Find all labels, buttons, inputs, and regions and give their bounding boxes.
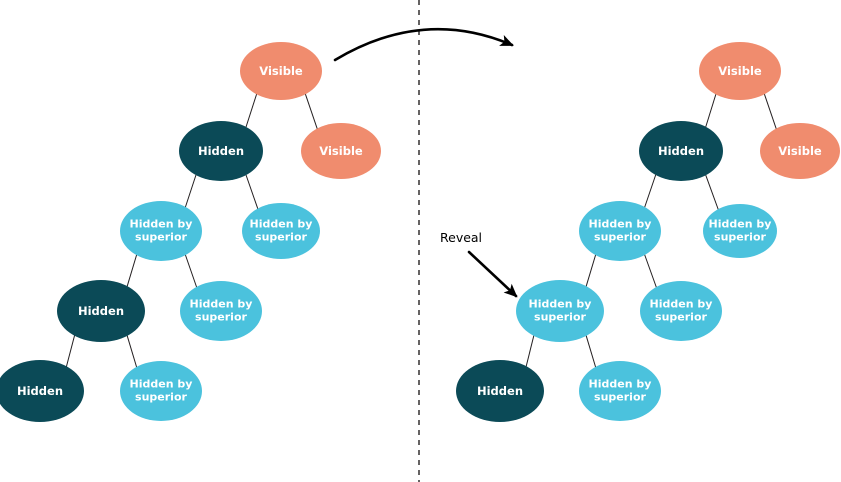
tree-edge	[245, 174, 259, 209]
tree-edge	[585, 254, 597, 287]
node-shape	[703, 204, 777, 258]
node-shape	[516, 280, 604, 342]
tree-edge	[65, 335, 76, 367]
node-shape	[639, 121, 723, 181]
tree-edge	[126, 335, 138, 368]
tree-edge	[304, 93, 318, 129]
node-shape	[242, 203, 320, 259]
edges-layer	[65, 93, 777, 368]
tree-edge	[763, 93, 777, 129]
tree-edge	[184, 174, 197, 208]
node-shape	[120, 361, 202, 421]
node-shape	[579, 361, 661, 421]
node-shape	[57, 280, 145, 342]
tree-edge	[644, 174, 657, 208]
node-shape	[240, 42, 322, 100]
tree-node-hidden[interactable]: Hidden	[57, 280, 145, 342]
tree-node-hidden[interactable]: Hidden	[639, 121, 723, 181]
node-shape	[180, 281, 262, 341]
node-shape	[579, 201, 661, 261]
tree-node-hidden[interactable]: Hidden	[456, 360, 544, 422]
tree-edge	[184, 254, 198, 288]
node-shape	[0, 360, 84, 422]
node-shape	[120, 201, 202, 261]
tree-edge	[644, 254, 657, 288]
node-shape	[699, 42, 781, 100]
reveal-annotation-label: Reveal	[440, 230, 482, 245]
tree-edge	[245, 93, 258, 128]
tree-edge	[585, 335, 597, 368]
tree-node-visible[interactable]: Visible	[240, 42, 322, 100]
tree-node-hidden[interactable]: Hidden	[179, 121, 263, 181]
tree-edge	[705, 93, 717, 128]
node-shape	[640, 281, 722, 341]
tree-node-visible[interactable]: Visible	[699, 42, 781, 100]
reveal-arrow-icon	[467, 250, 518, 298]
node-shape	[179, 121, 263, 181]
tree-node-visible[interactable]: Visible	[301, 123, 381, 179]
node-shape	[456, 360, 544, 422]
tree-node-hidden[interactable]: Hidden	[0, 360, 84, 422]
node-shape	[760, 123, 840, 179]
tree-node-visible[interactable]: Visible	[760, 123, 840, 179]
tree-edge	[705, 174, 719, 210]
tree-edge	[126, 254, 138, 287]
transition-arrow	[333, 27, 514, 62]
node-shape	[301, 123, 381, 179]
tree-edge	[525, 335, 535, 367]
